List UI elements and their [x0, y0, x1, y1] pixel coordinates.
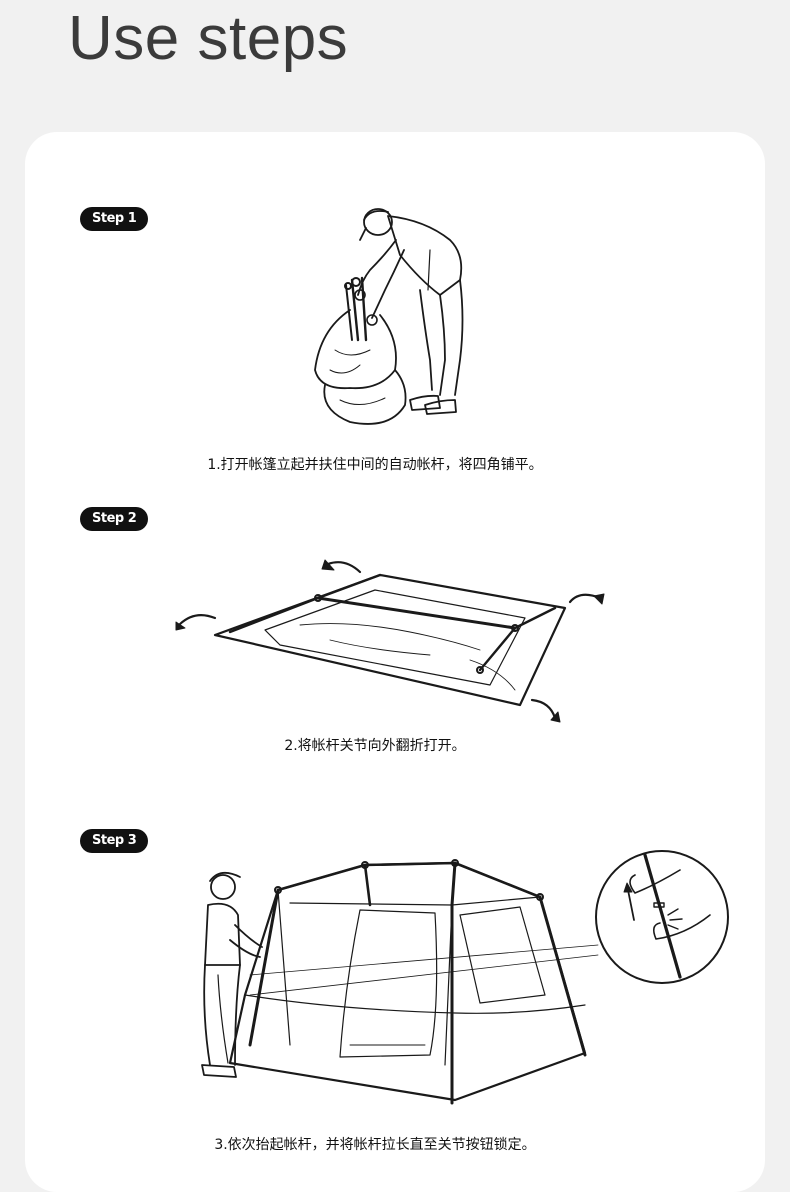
step-1-badge: Step 1: [80, 207, 149, 231]
step-2-badge: Step 2: [80, 507, 149, 531]
instructions-card: [25, 132, 765, 1192]
step-3-caption: 3.依次抬起帐杆，并将帐杆拉长直至关节按钮锁定。: [214, 1137, 536, 1153]
step-1-caption: 1.打开帐篷立起并扶住中间的自动帐杆，将四角铺平。: [207, 457, 543, 473]
arrow-curved-icon: [530, 698, 561, 723]
step-2-illustration: [175, 559, 605, 723]
arrow-curved-icon: [321, 559, 362, 574]
lock-click-icon: [667, 908, 683, 930]
step-3-badge: Step 3: [80, 829, 149, 853]
arrow-curved-icon: [568, 593, 605, 605]
arrow-up-icon: [623, 882, 635, 921]
page-title: Use steps: [68, 4, 349, 73]
arrow-curved-icon: [175, 613, 217, 631]
step-1-illustration: [314, 208, 464, 425]
step-3-illustration: [201, 850, 729, 1105]
step-2-caption: 2.将帐杆关节向外翻折打开。: [284, 738, 466, 754]
